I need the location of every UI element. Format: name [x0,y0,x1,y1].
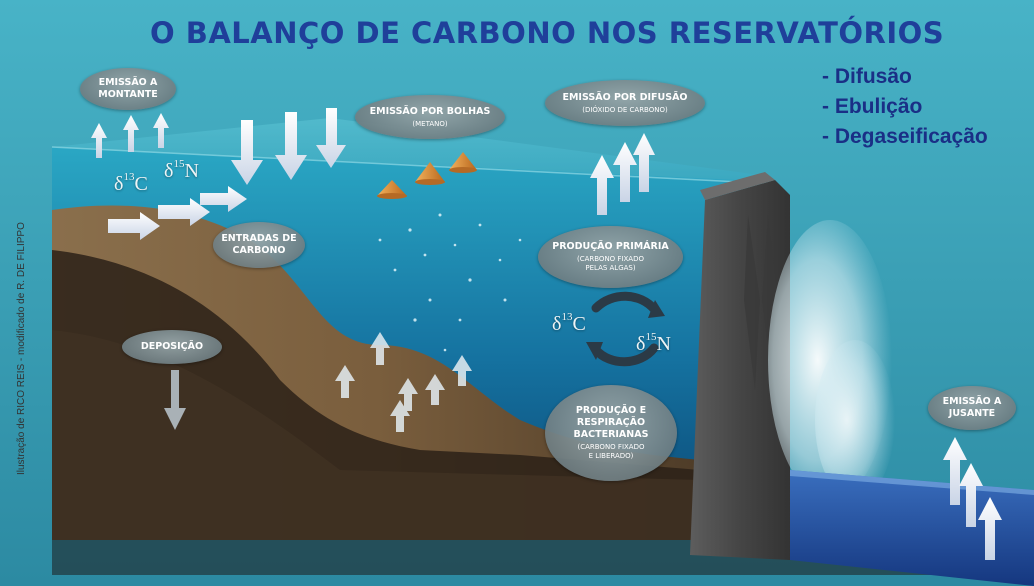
label-text: EMISSÃO POR BOLHAS [369,105,491,117]
mass-number: 13 [123,171,135,183]
spillway-spray [815,340,895,500]
up-arrow [398,378,418,411]
down-arrow [316,108,346,168]
up-arrow [633,133,655,192]
up-arrow [943,437,967,505]
label-text: PRODUÇÃO E RESPIRAÇÃO BACTERIANAS [573,405,649,440]
up-arrow [425,374,445,405]
up-arrow [370,332,390,365]
element-symbol: C [134,173,148,195]
up-arrow [452,355,472,386]
label-deposicao: DEPOSIÇÃO [122,330,222,364]
label-entradas-carbono: ENTRADAS DE CARBONO [213,222,305,268]
mass-number: 15 [173,158,185,170]
isotope-cycle-carbon: δ13C [552,311,586,336]
cycle-arrow [591,291,660,315]
methane-bubbles [377,152,477,199]
up-arrow [978,497,1002,560]
downstream-emission-arrows [943,437,1002,560]
element-symbol: N [656,333,671,355]
label-subtext: (DIÓXIDO DE CARBONO) [582,105,668,114]
inflow-down-arrows [231,108,346,185]
delta-symbol: δ [114,173,124,195]
right-arrow [108,212,160,240]
label-emissao-montante: EMISSÃO A MONTANTE [80,68,176,110]
rising-bubbles [378,213,522,352]
up-arrow [590,155,614,215]
legend-item-degaseificacao: - Degaseificação [822,125,988,148]
deposition-arrow [164,370,186,430]
up-arrow [123,115,139,152]
label-text: DEPOSIÇÃO [140,341,204,352]
cycle-arrow [591,343,659,367]
diffusion-arrows [590,133,655,215]
label-subtext: (CARBONO FIXADO E LIBERADO) [577,443,645,460]
isotope-input-carbon: δ13C [114,171,148,196]
label-text: PRODUÇÃO PRIMÁRIA [552,241,669,252]
carbon-inflow-arrows [108,186,247,240]
up-arrow [335,365,355,398]
up-arrow [153,113,169,148]
label-emissao-jusante: EMISSÃO A JUSANTE [928,386,1016,430]
legend-item-difusao: - Difusão [822,65,912,88]
up-arrow [613,142,637,202]
label-producao-primaria: PRODUÇÃO PRIMÁRIA (CARBONO FIXADO PELAS … [538,226,683,288]
isotope-input-nitrogen: δ15N [164,158,199,183]
methane-cone [449,152,477,170]
cycle-arrowhead [586,342,603,360]
dam-top [700,172,775,200]
label-emissao-bolhas: EMISSÃO POR BOLHAS (METANO) [355,95,505,139]
right-arrow [158,198,210,226]
down-arrow [231,120,263,185]
process-legend: - Difusão - Ebulição - Degaseificação [822,62,988,152]
illustration-credit: Ilustração de RICO REIS - modificado de … [16,222,27,475]
label-subtext: (CARBONO FIXADO PELAS ALGAS) [576,255,644,272]
label-text: EMISSÃO POR DIFUSÃO [562,91,688,103]
legend-item-ebulicao: - Ebulição [822,95,923,118]
label-producao-respiracao-bacterianas: PRODUÇÃO E RESPIRAÇÃO BACTERIANAS (CARBO… [545,385,677,481]
methane-cone-base [377,193,407,199]
mass-number: 13 [561,311,573,323]
water-surface [52,118,760,182]
diagram-title: O BALANÇO DE CARBONO NOS RESERVATÓRIOS [150,16,945,50]
label-subtext: (METANO) [412,119,448,128]
methane-cone [377,180,407,196]
label-text: ENTRADAS DE CARBONO [221,233,297,256]
sediment-release-arrows [335,332,472,432]
methane-cone [415,162,445,182]
down-arrow [275,112,307,180]
deep-sediment-layer [52,330,700,540]
up-arrow [959,463,983,527]
up-arrow [390,400,410,432]
cycle-arrows [586,291,665,367]
label-text: EMISSÃO A JUSANTE [942,396,1002,419]
cycle-arrowhead [648,300,665,318]
isotope-cycle-nitrogen: δ15N [636,331,671,356]
upstream-emission-arrows [91,113,169,158]
delta-symbol: δ [164,160,174,182]
right-arrow [200,186,247,212]
delta-symbol: δ [552,313,562,335]
methane-cone-base [415,179,445,185]
element-symbol: N [184,160,199,182]
label-emissao-difusao: EMISSÃO POR DIFUSÃO (DIÓXIDO DE CARBONO) [545,80,705,126]
methane-cone-base [449,167,477,173]
dam-buttress [744,215,760,390]
up-arrow [91,123,107,158]
mass-number: 15 [645,331,657,343]
element-symbol: C [572,313,586,335]
delta-symbol: δ [636,333,646,355]
label-text: EMISSÃO A MONTANTE [98,77,158,100]
